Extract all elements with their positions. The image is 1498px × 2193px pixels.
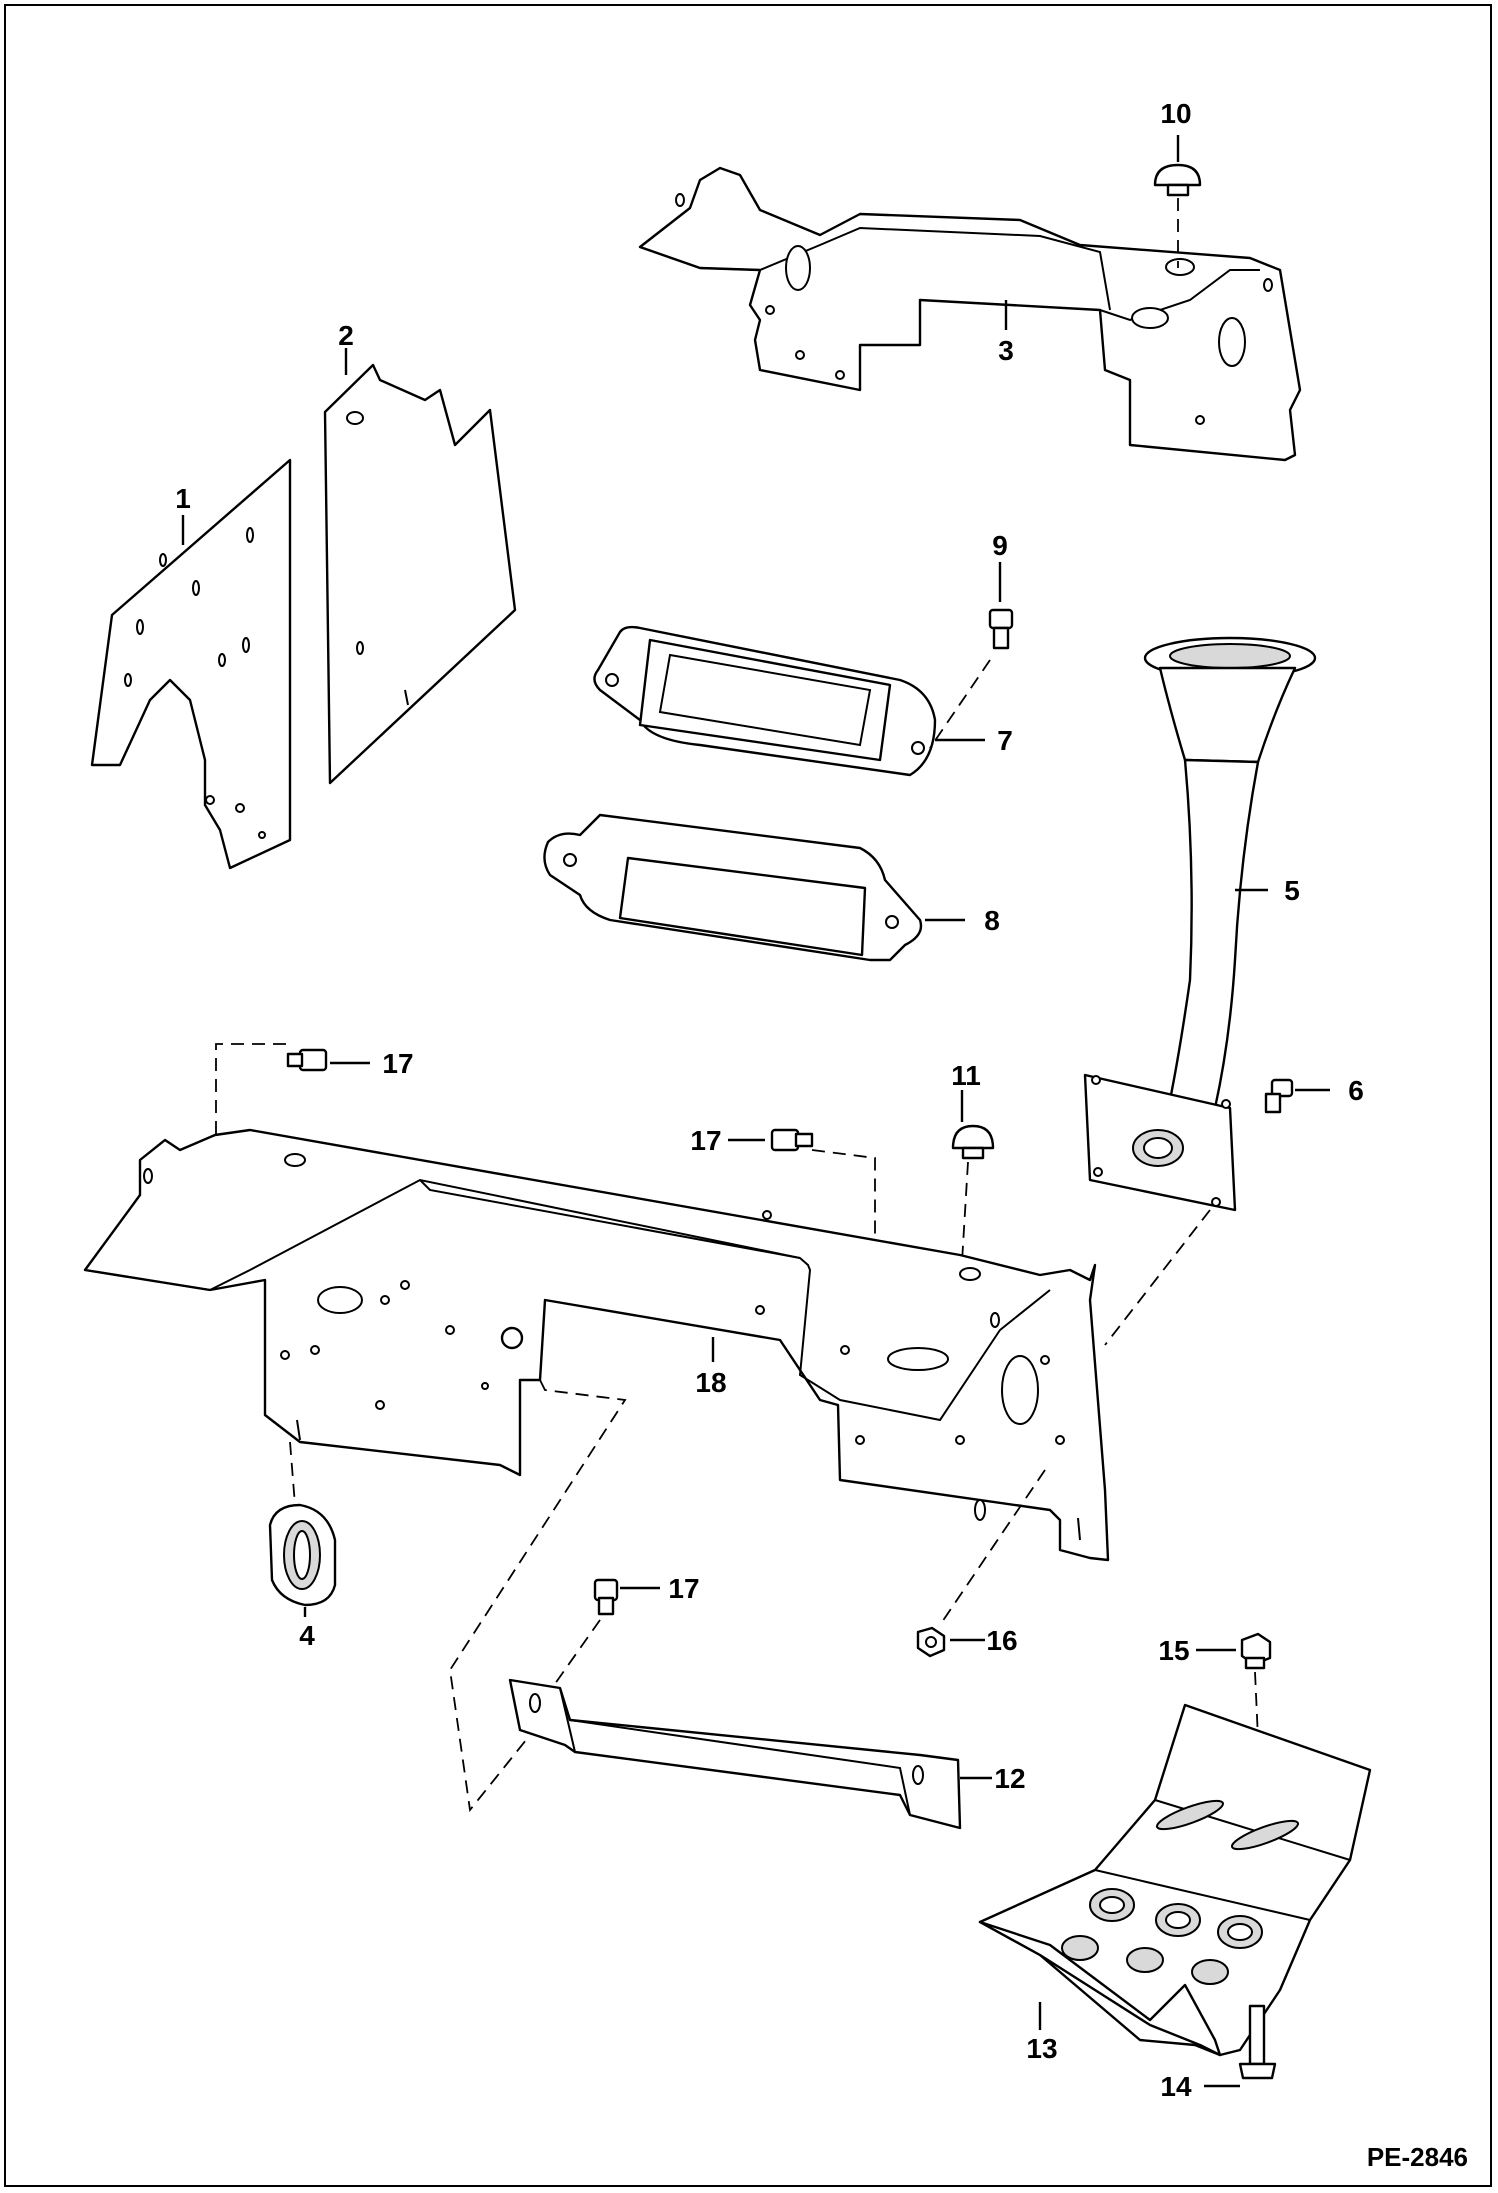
- part-13-step-plate: [978, 1703, 1372, 2057]
- callout-1: 1: [175, 483, 191, 514]
- part-5-filler-tube: [1083, 636, 1317, 1212]
- callout-17-upper-left: 17: [382, 1048, 413, 1079]
- callout-16: 16: [986, 1625, 1017, 1656]
- part-16-nut: [916, 1469, 1046, 1658]
- part-17-screw-upper-left: [180, 1043, 328, 1186]
- part-6-screw: [1104, 1078, 1294, 1346]
- callout-10: 10: [1160, 98, 1191, 129]
- part-18-lower-panel: [83, 1128, 1110, 1562]
- part-9-screw: [929, 608, 1014, 749]
- part-10-plug: [1153, 163, 1202, 268]
- callout-labels: 10 2 3 1 9 7 8 5 17 11 6 17 18 4 17 16 1…: [175, 98, 1364, 2102]
- leader-lines: [181, 135, 1330, 2088]
- part-8-gasket: [543, 813, 923, 962]
- alignment-line-12: [449, 1379, 627, 1813]
- part-1-plate: [90, 458, 292, 870]
- callout-2: 2: [338, 320, 354, 351]
- part-7-gasket: [593, 625, 937, 777]
- part-11-plug: [951, 1124, 995, 1263]
- callout-7: 7: [997, 725, 1013, 756]
- part-2-plate: [323, 363, 517, 785]
- callout-6: 6: [1348, 1075, 1364, 1106]
- part-12-bracket: [508, 1678, 962, 1830]
- callout-8: 8: [984, 905, 1000, 936]
- callout-18: 18: [695, 1367, 726, 1398]
- callout-3: 3: [998, 335, 1014, 366]
- callout-9: 9: [992, 530, 1008, 561]
- callout-13: 13: [1026, 2033, 1057, 2064]
- callout-4: 4: [299, 1620, 315, 1651]
- part-3-upper-panel: [638, 166, 1302, 462]
- part-14-bolt: [1238, 2004, 1277, 2080]
- callout-15: 15: [1158, 1635, 1189, 1666]
- figure-code: PE-2846: [1367, 2142, 1468, 2172]
- callout-17-lower: 17: [668, 1573, 699, 1604]
- callout-14: 14: [1160, 2071, 1192, 2102]
- callout-11: 11: [951, 1060, 981, 1091]
- callout-17-middle: 17: [690, 1125, 721, 1156]
- part-4-grommet: [268, 1441, 337, 1607]
- callout-5: 5: [1284, 875, 1300, 906]
- callout-12: 12: [994, 1763, 1025, 1794]
